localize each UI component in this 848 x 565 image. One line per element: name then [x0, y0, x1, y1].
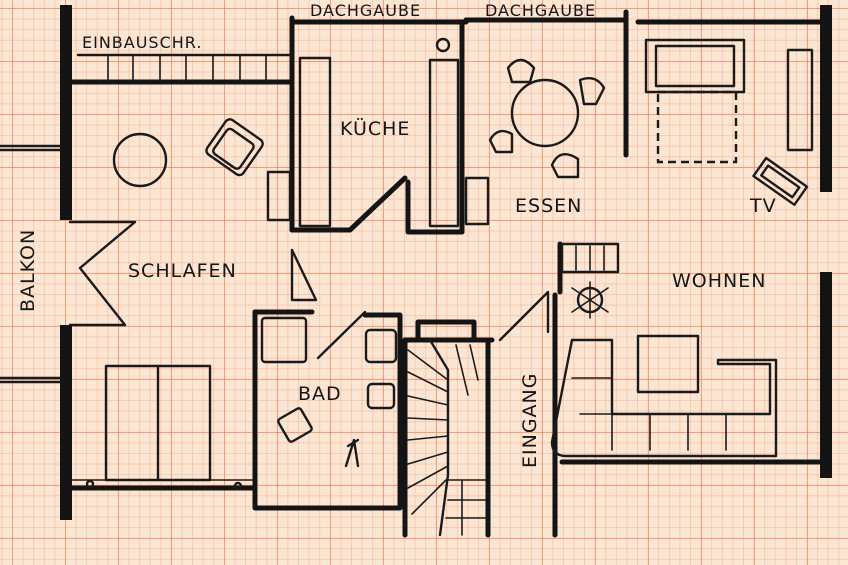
- balcony-door: [68, 220, 137, 327]
- kitchen-sink-icon: [435, 37, 451, 53]
- bed-marker-left: [85, 479, 95, 489]
- bedroom-door: [290, 248, 318, 302]
- label-tv: TV: [749, 195, 777, 217]
- dining-chair-1: [506, 58, 536, 84]
- tv-unit: [752, 156, 809, 206]
- entrance-door: [498, 290, 550, 342]
- kitchen-counter-left: [266, 56, 332, 228]
- kitchen-door-swing: [289, 175, 408, 233]
- double-bed: [104, 364, 212, 482]
- kitchen-counter-right: [428, 37, 490, 228]
- label-eingang: EINGANG: [519, 373, 541, 468]
- dining-table: [510, 78, 580, 148]
- coffee-table: [636, 334, 700, 394]
- bath-walls: [252, 309, 403, 511]
- fireplace: [560, 242, 620, 319]
- sideboard: [786, 48, 814, 152]
- built-in-wardrobe: [76, 53, 292, 81]
- bed-marker-right: [233, 481, 243, 491]
- label-bad: BAD: [298, 383, 342, 405]
- bath-door: [316, 310, 367, 360]
- label-einbauschr: EINBAUSCHR.: [82, 33, 202, 52]
- staircase: [402, 319, 495, 538]
- walls: [60, 5, 832, 538]
- shower-tray: [277, 407, 313, 443]
- toilet: [366, 382, 396, 410]
- dining-chair-3: [488, 129, 514, 154]
- label-dachgaube-1: DACHGAUBE: [310, 1, 421, 20]
- label-dachgaube-2: DACHGAUBE: [485, 1, 596, 20]
- door-swings: [0, 144, 550, 384]
- sofa-top: [644, 38, 746, 94]
- dining-chair-2: [578, 77, 606, 106]
- label-wohnen: WOHNEN: [672, 270, 766, 292]
- round-table: [112, 132, 168, 188]
- bath-figure-icon: [344, 438, 360, 468]
- rug: [656, 90, 738, 164]
- dining-chair-4: [550, 153, 580, 179]
- washbasin: [364, 328, 398, 364]
- label-essen: ESSEN: [515, 195, 582, 217]
- label-kueche: KÜCHE: [340, 117, 410, 140]
- label-balkon: BALKON: [17, 229, 39, 312]
- bathtub: [260, 316, 308, 364]
- armchair: [205, 118, 264, 177]
- corner-sofa: [550, 338, 778, 458]
- kitchen-partition: [405, 179, 465, 235]
- label-schlafen: SCHLAFEN: [128, 260, 237, 282]
